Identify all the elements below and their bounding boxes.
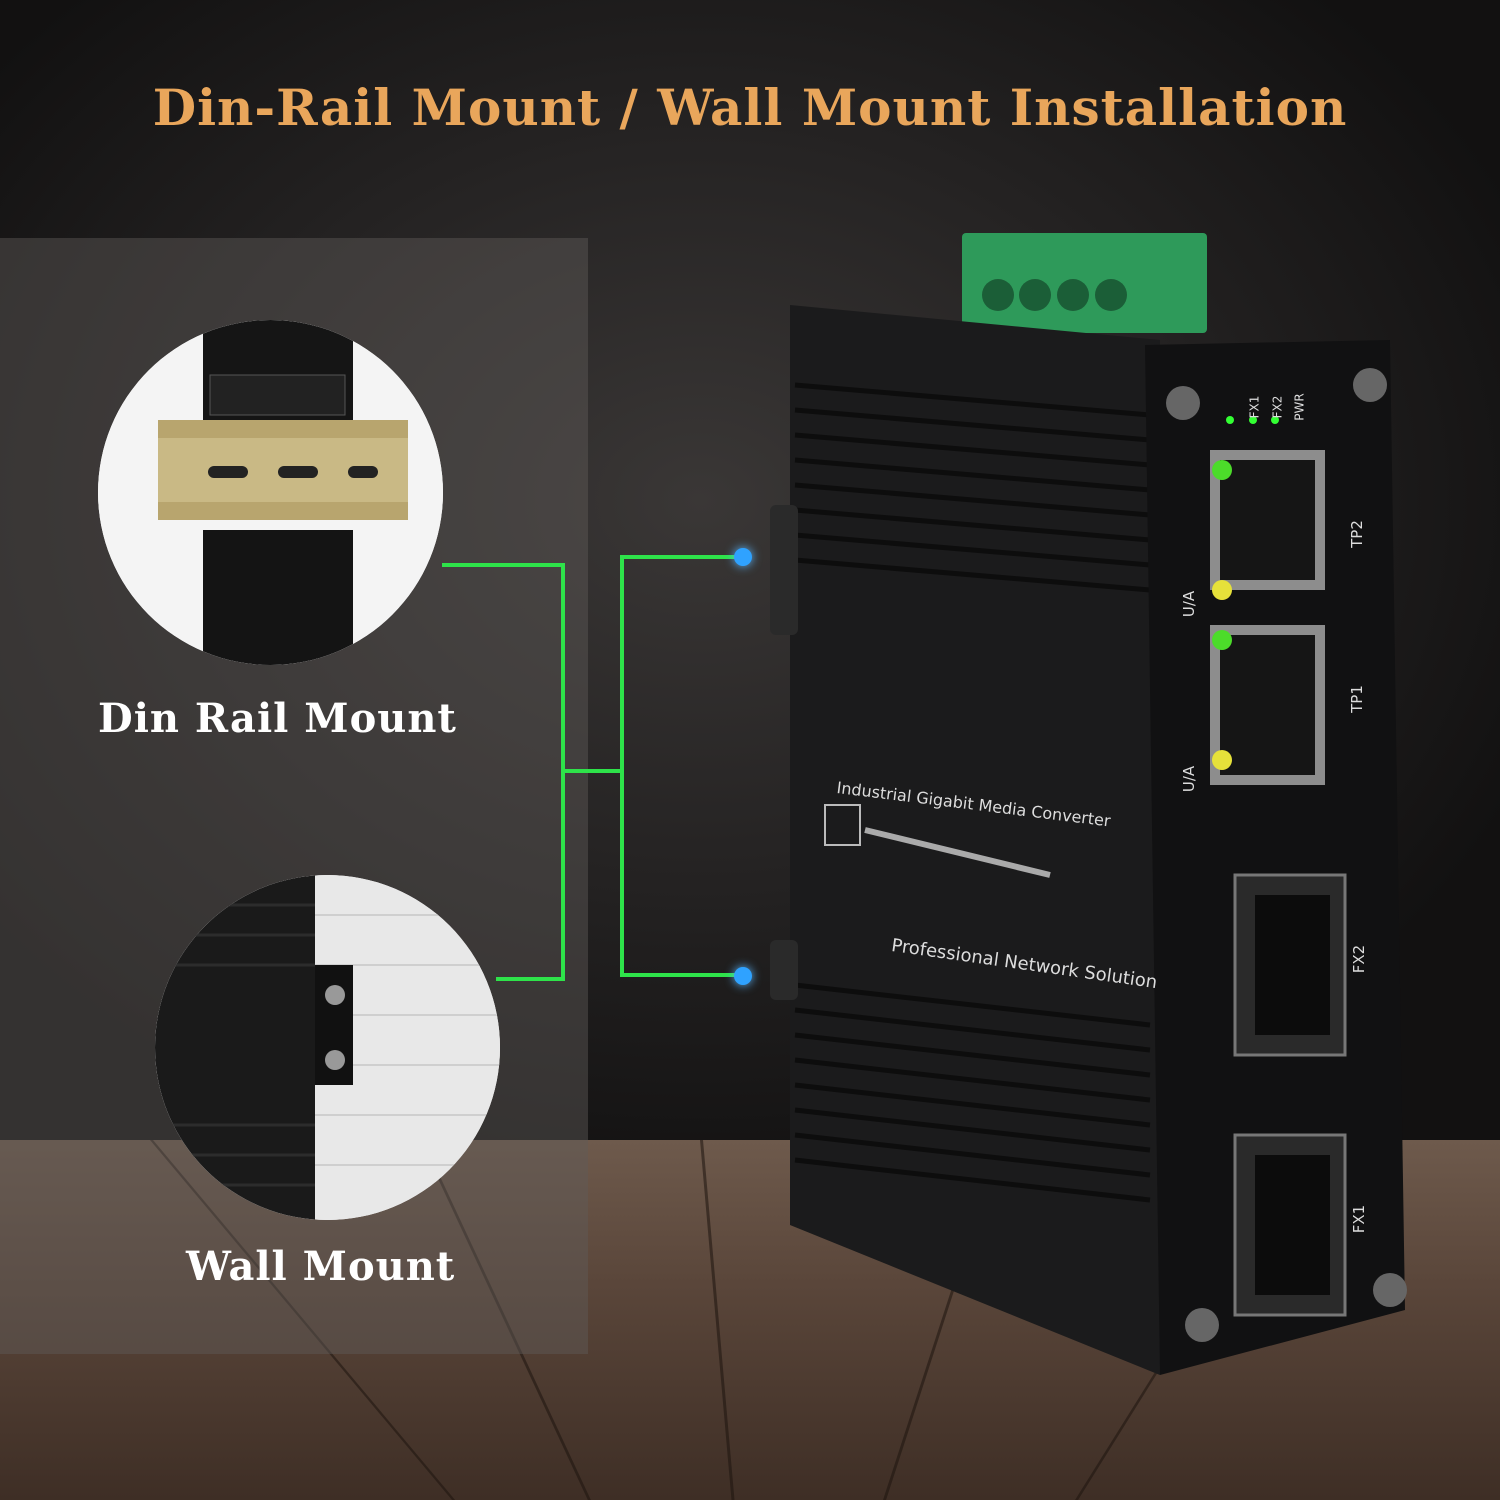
pointer-dot — [734, 967, 752, 985]
port-label-fx2: FX2 — [1350, 944, 1369, 974]
port-label-tp2: TP2 — [1347, 520, 1366, 548]
connector-line — [496, 977, 564, 981]
media-converter-device — [770, 233, 1407, 1375]
ua-label: U/A — [1180, 765, 1199, 793]
port-label-tp1: TP1 — [1347, 685, 1366, 713]
page-title: Din-Rail Mount / Wall Mount Installation — [152, 78, 1348, 137]
connector-line — [442, 563, 564, 567]
connector-line — [561, 769, 623, 773]
led-label-fx2: FX2 — [1270, 395, 1285, 419]
terminal-block — [962, 233, 1207, 333]
wall-mount-image — [155, 875, 500, 1220]
din-rail-image — [98, 320, 443, 665]
connector-line — [620, 555, 624, 977]
connector-line — [620, 973, 738, 977]
ua-label: U/A — [1180, 590, 1199, 618]
port-label-fx1: FX1 — [1350, 1204, 1369, 1234]
pointer-dot — [734, 548, 752, 566]
led-label-fx1: FX1 — [1247, 395, 1262, 419]
din-rail-label: Din Rail Mount — [98, 695, 457, 742]
led-label-pwr: PWR — [1292, 393, 1307, 421]
wall-mount-label: Wall Mount — [186, 1243, 456, 1290]
connector-line — [620, 555, 738, 559]
